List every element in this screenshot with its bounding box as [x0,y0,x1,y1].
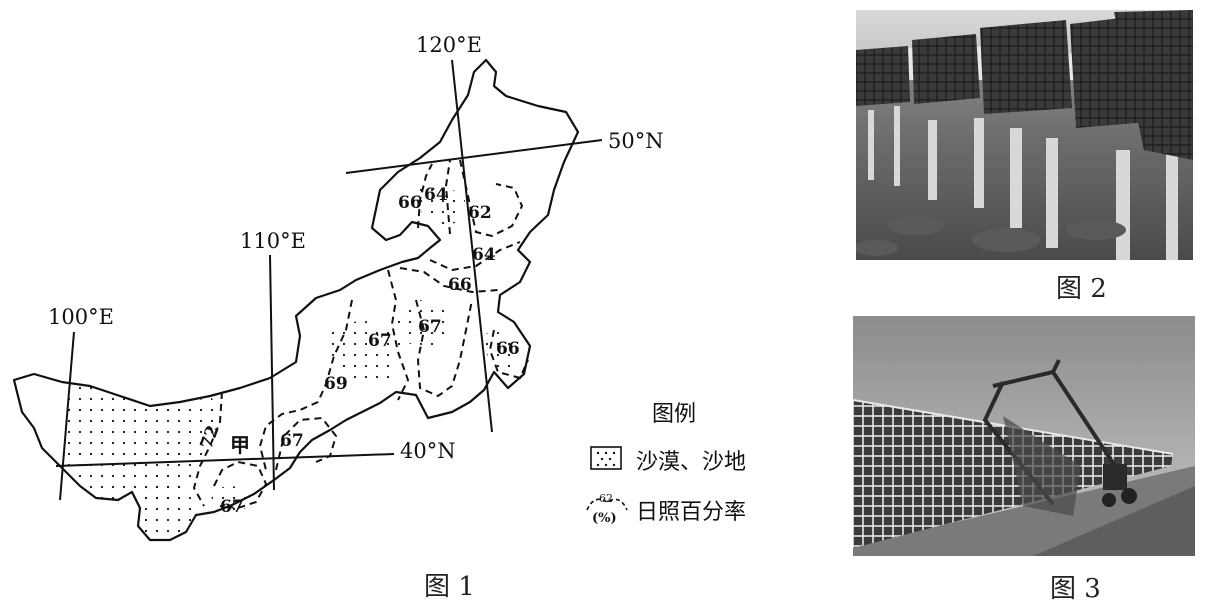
isoline-label: 64 [424,185,448,205]
isoline-label: 66 [496,339,520,359]
latitude-label-40n: 40°N [400,439,456,463]
isoline-67-east [415,299,473,398]
desert-legend-symbol [590,446,622,470]
isoline-64-middle [429,241,521,272]
longitude-label-110e: 110°E [240,229,306,253]
legend-title: 图例 [652,402,697,427]
place-label-jia: 甲 [230,433,250,457]
desert-area-west [64,382,220,508]
isoline-label: 66 [398,193,422,213]
isoline-label: 69 [324,374,348,394]
isoline-64-north [444,159,451,235]
desert-area-northeast [392,300,452,346]
meridian-100e [59,331,75,501]
figure1-map: 66 64 62 64 66 67 67 66 69 67 72 67 甲 12… [12,33,664,542]
isoline-label: 67 [220,497,244,517]
isoline-label: 67 [280,431,304,451]
isoline-72 [192,391,223,507]
sunshine-legend-symbol: 62 (%) [586,492,628,526]
legend-desert-label: 沙漠、沙地 [636,450,747,475]
isoline-66-middle [399,267,499,294]
meridian-110e [269,254,275,491]
desert-area-east [478,330,520,370]
desert-area-north [418,184,466,226]
legend-sunshine-label: 日照百分率 [636,500,747,525]
figure1-caption: 图 1 [424,572,475,602]
isoline-67-south [213,460,268,510]
figure2-photo [856,10,1193,260]
desert-area-center [326,320,404,384]
isoline-66-north [417,163,433,229]
isoline-label: 62 [468,203,492,223]
figure2-caption: 图 2 [1056,274,1107,304]
legend-sunshine-unit: (%) [592,511,617,526]
latitude-label-50n: 50°N [608,129,664,153]
isoline-67-west [275,416,338,471]
meridian-120e [451,59,493,433]
isoline-label: 67 [418,317,442,337]
parallel-50n [345,139,603,174]
isoline-label: 64 [472,245,496,265]
longitude-label-100e: 100°E [48,305,114,329]
isoline-62 [459,159,524,238]
legend-sunshine-value: 62 [599,492,613,505]
figure3-caption: 图 3 [1050,574,1101,604]
isoline-67-center [387,269,410,401]
region-outline [12,58,580,542]
isoline-66-east [488,329,529,380]
isoline-label: 66 [448,275,472,295]
isoline-label: 67 [368,331,392,351]
desert-area-south [138,472,196,540]
longitude-label-120e: 120°E [416,33,482,57]
parallel-40n [55,453,395,467]
figure3-photo [853,316,1195,556]
